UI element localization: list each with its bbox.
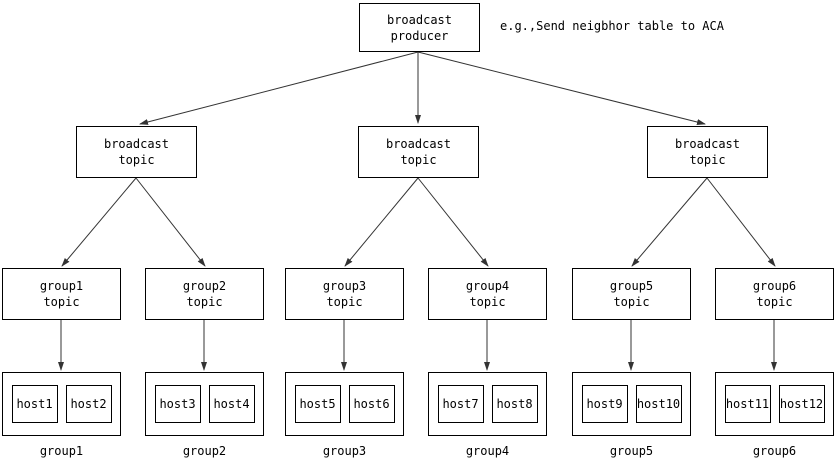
group-topic-node-1[interactable]: group1 topic (2, 268, 121, 320)
group-label-1: group1 (39, 444, 84, 458)
group-topic-1-line2: topic (43, 295, 80, 309)
broadcast-topic-3-line2: topic (689, 153, 726, 167)
group-host-container-2: host3 host4 (145, 372, 264, 436)
group-label-3: group3 (322, 444, 367, 458)
host-box[interactable]: host12 (778, 385, 825, 423)
broadcast-topic-3-line1: broadcast (674, 137, 741, 151)
host-box[interactable]: host3 (154, 385, 201, 423)
group-topic-2-line2: topic (186, 295, 223, 309)
group-topic-node-3[interactable]: group3 topic (285, 268, 404, 320)
group-label-6: group6 (752, 444, 797, 458)
host-box[interactable]: host1 (11, 385, 58, 423)
group-topic-node-2[interactable]: group2 topic (145, 268, 264, 320)
edge-broadcast2-to-group4 (417, 177, 489, 267)
host-box[interactable]: host2 (65, 385, 112, 423)
group-topic-2-line1: group2 (182, 279, 227, 293)
edge-producer-to-broadcast1 (139, 51, 419, 125)
edge-broadcast2-to-group3 (344, 177, 419, 267)
example-note: e.g.,Send neigbhor table to ACA (500, 19, 724, 33)
group-label-2: group2 (182, 444, 227, 458)
group-topic-node-5[interactable]: group5 topic (572, 268, 691, 320)
host-box[interactable]: host8 (491, 385, 538, 423)
broadcast-topic-node-1[interactable]: broadcast topic (76, 126, 197, 178)
host-box[interactable]: host11 (724, 385, 771, 423)
host-box[interactable]: host4 (208, 385, 255, 423)
group-topic-5-line2: topic (613, 295, 650, 309)
broadcast-producer-node[interactable]: broadcast producer (359, 3, 480, 52)
group-topic-3-line2: topic (326, 295, 363, 309)
group-topic-6-line2: topic (756, 295, 793, 309)
group-topic-node-4[interactable]: group4 topic (428, 268, 547, 320)
broadcast-topic-node-3[interactable]: broadcast topic (647, 126, 768, 178)
broadcast-topic-node-2[interactable]: broadcast topic (358, 126, 479, 178)
broadcast-producer-line1: broadcast (386, 12, 453, 27)
group-host-container-4: host7 host8 (428, 372, 547, 436)
broadcast-topic-1-line2: topic (118, 153, 155, 167)
host-box[interactable]: host10 (635, 385, 682, 423)
edge-broadcast1-to-group2 (135, 177, 206, 267)
group-topic-4-line2: topic (469, 295, 506, 309)
group-topic-1-line1: group1 (39, 279, 84, 293)
edge-broadcast3-to-group6 (706, 177, 776, 267)
group-topic-5-line1: group5 (609, 279, 654, 293)
group-host-container-5: host9 host10 (572, 372, 691, 436)
group-host-container-6: host11 host12 (715, 372, 834, 436)
edge-broadcast3-to-group5 (631, 177, 708, 267)
edge-broadcast1-to-group1 (61, 177, 137, 267)
host-box[interactable]: host6 (348, 385, 395, 423)
group-label-5: group5 (609, 444, 654, 458)
group-topic-node-6[interactable]: group6 topic (715, 268, 834, 320)
group-label-4: group4 (465, 444, 510, 458)
edge-producer-to-broadcast3 (417, 51, 706, 125)
broadcast-topic-1-line1: broadcast (103, 137, 170, 151)
host-box[interactable]: host7 (437, 385, 484, 423)
group-topic-3-line1: group3 (322, 279, 367, 293)
broadcast-topic-2-line2: topic (400, 153, 437, 167)
group-host-container-3: host5 host6 (285, 372, 404, 436)
group-host-container-1: host1 host2 (2, 372, 121, 436)
group-topic-4-line1: group4 (465, 279, 510, 293)
broadcast-topic-2-line1: broadcast (385, 137, 452, 151)
broadcast-producer-line2: producer (390, 28, 449, 43)
host-box[interactable]: host9 (581, 385, 628, 423)
host-box[interactable]: host5 (294, 385, 341, 423)
group-topic-6-line1: group6 (752, 279, 797, 293)
